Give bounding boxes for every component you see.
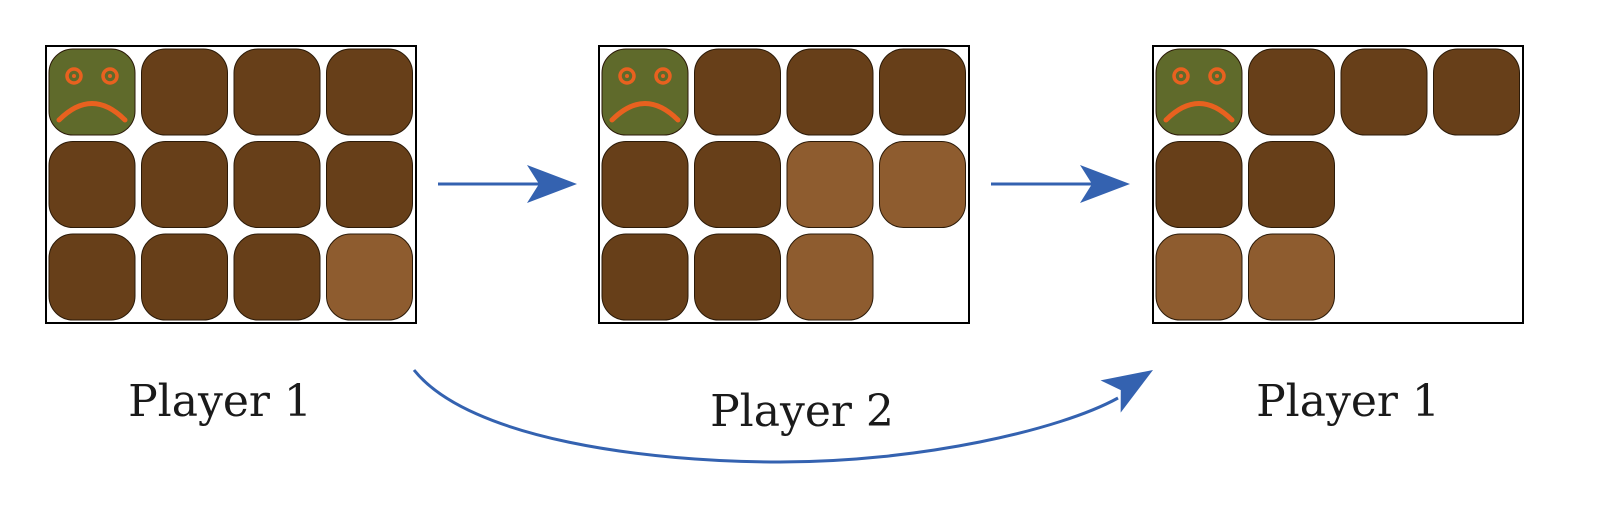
dark-square <box>326 141 413 228</box>
sad-face-icon <box>56 67 128 123</box>
arrow-right-icon <box>438 165 577 203</box>
dark-square <box>694 48 781 136</box>
dark-square <box>48 233 136 321</box>
board-1 <box>45 45 417 324</box>
poison-square <box>1155 48 1243 136</box>
dark-square <box>141 48 228 136</box>
dark-square <box>48 141 136 228</box>
light-square <box>786 233 874 321</box>
board-2 <box>598 45 970 324</box>
light-square <box>879 141 966 228</box>
light-square <box>1248 233 1335 321</box>
board-2-label: Player 2 <box>710 386 894 437</box>
dark-square <box>694 233 781 321</box>
arrow-right-icon <box>991 165 1130 203</box>
poison-square <box>48 48 136 136</box>
sad-face-icon <box>609 67 681 123</box>
dark-square <box>1433 48 1520 136</box>
light-square <box>326 233 413 321</box>
board-1-label: Player 1 <box>128 376 312 427</box>
dark-square <box>601 141 689 228</box>
dark-square <box>1340 48 1428 136</box>
board-3-frame <box>1152 45 1524 324</box>
curved-arrow-icon <box>412 353 1164 464</box>
dark-square <box>1155 141 1243 228</box>
dark-square <box>601 233 689 321</box>
board-3 <box>1152 45 1524 324</box>
dark-square <box>879 48 966 136</box>
dark-square <box>326 48 413 136</box>
board-2-frame <box>598 45 970 324</box>
dark-square <box>233 48 321 136</box>
dark-square <box>233 233 321 321</box>
board-3-label: Player 1 <box>1256 376 1440 427</box>
dark-square <box>786 48 874 136</box>
board-1-frame <box>45 45 417 324</box>
light-square <box>786 141 874 228</box>
light-square <box>1155 233 1243 321</box>
board-2-squares <box>601 48 966 321</box>
dark-square <box>141 233 228 321</box>
dark-square <box>1248 48 1335 136</box>
board-3-squares <box>1155 48 1520 321</box>
dark-square <box>1248 141 1335 228</box>
dark-square <box>233 141 321 228</box>
sad-face-icon <box>1163 67 1235 123</box>
board-1-squares <box>48 48 413 321</box>
dark-square <box>141 141 228 228</box>
poison-square <box>601 48 689 136</box>
dark-square <box>694 141 781 228</box>
